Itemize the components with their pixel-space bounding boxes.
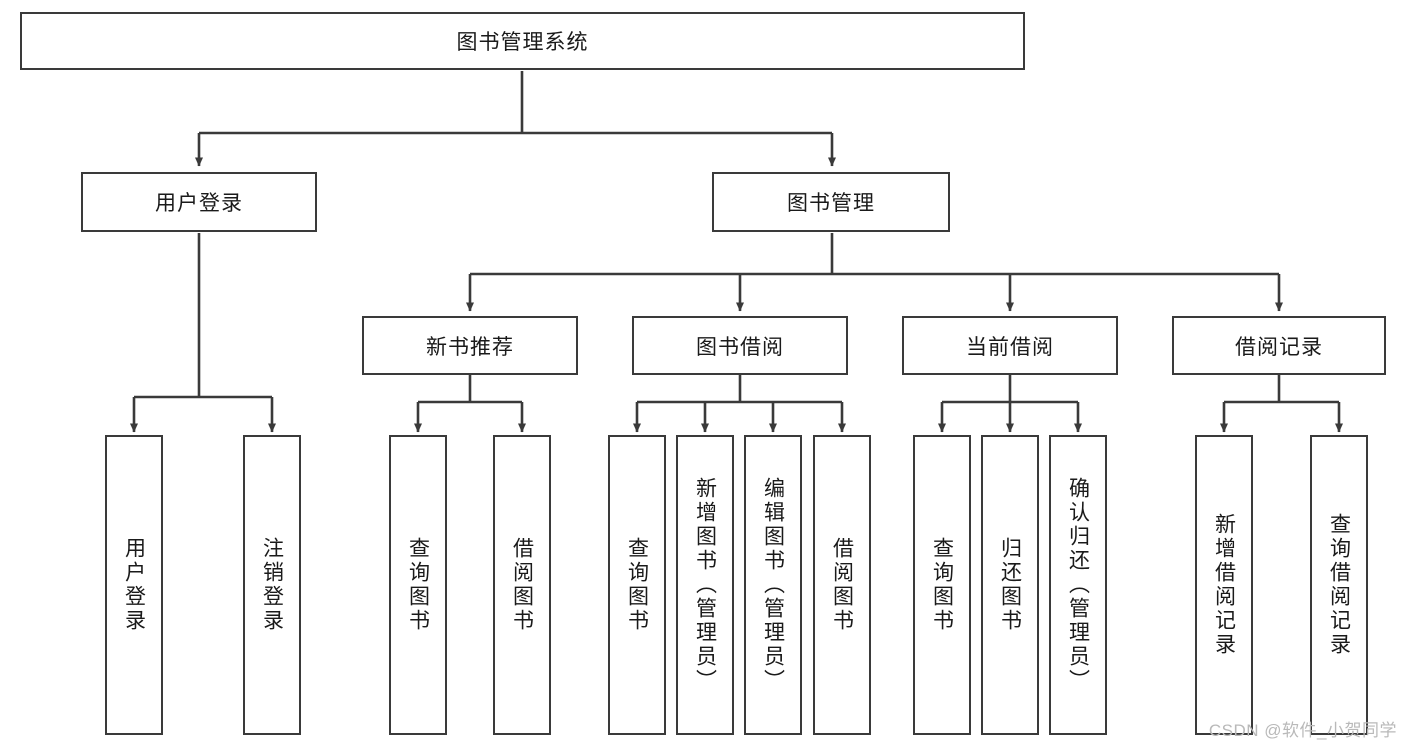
node-leaf-borrow-book-1[interactable]: 借阅图书: [493, 435, 551, 735]
node-leaf-query-book-1[interactable]: 查询图书: [389, 435, 447, 735]
node-leaf-query-record[interactable]: 查询借阅记录: [1310, 435, 1368, 735]
node-book-borrow-label: 图书借阅: [696, 335, 784, 359]
node-current-borrow[interactable]: 当前借阅: [902, 316, 1118, 375]
node-new-book-recommend-label: 新书推荐: [426, 335, 514, 359]
node-leaf-borrow-book-1-label: 借阅图书: [510, 537, 534, 633]
node-leaf-user-login-label: 用户登录: [122, 537, 146, 633]
node-leaf-logout-login[interactable]: 注销登录: [243, 435, 301, 735]
node-leaf-query-book-3-label: 查询图书: [930, 537, 954, 633]
node-leaf-add-record-label: 新增借阅记录: [1212, 513, 1236, 657]
node-leaf-return-book[interactable]: 归还图书: [981, 435, 1039, 735]
node-current-borrow-label: 当前借阅: [966, 335, 1054, 359]
node-leaf-edit-book[interactable]: 编辑图书（管理员）: [744, 435, 802, 735]
node-borrow-record-label: 借阅记录: [1235, 335, 1323, 359]
node-leaf-query-book-2-label: 查询图书: [625, 537, 649, 633]
node-leaf-return-book-label: 归还图书: [998, 537, 1022, 633]
node-leaf-add-book[interactable]: 新增图书（管理员）: [676, 435, 734, 735]
node-book-management[interactable]: 图书管理: [712, 172, 950, 232]
node-leaf-edit-book-label: 编辑图书（管理员）: [761, 477, 785, 693]
node-user-login[interactable]: 用户登录: [81, 172, 317, 232]
node-user-login-label: 用户登录: [155, 192, 243, 215]
node-borrow-record[interactable]: 借阅记录: [1172, 316, 1386, 375]
node-leaf-user-login[interactable]: 用户登录: [105, 435, 163, 735]
node-leaf-add-record[interactable]: 新增借阅记录: [1195, 435, 1253, 735]
node-leaf-confirm-return-label: 确认归还（管理员）: [1066, 477, 1090, 693]
node-leaf-borrow-book-2-label: 借阅图书: [830, 537, 854, 633]
node-root[interactable]: 图书管理系统: [20, 12, 1025, 70]
node-book-management-label: 图书管理: [787, 192, 875, 215]
node-leaf-borrow-book-2[interactable]: 借阅图书: [813, 435, 871, 735]
node-leaf-query-book-2[interactable]: 查询图书: [608, 435, 666, 735]
node-root-label: 图书管理系统: [456, 31, 589, 54]
node-leaf-confirm-return[interactable]: 确认归还（管理员）: [1049, 435, 1107, 735]
watermark: CSDN @软件_小贺同学: [1208, 721, 1397, 740]
node-leaf-logout-login-label: 注销登录: [260, 537, 284, 633]
node-new-book-recommend[interactable]: 新书推荐: [362, 316, 578, 375]
node-book-borrow[interactable]: 图书借阅: [632, 316, 848, 375]
node-leaf-query-book-1-label: 查询图书: [406, 537, 430, 633]
node-leaf-query-book-3[interactable]: 查询图书: [913, 435, 971, 735]
node-leaf-query-record-label: 查询借阅记录: [1327, 513, 1351, 657]
node-leaf-add-book-label: 新增图书（管理员）: [693, 477, 717, 693]
